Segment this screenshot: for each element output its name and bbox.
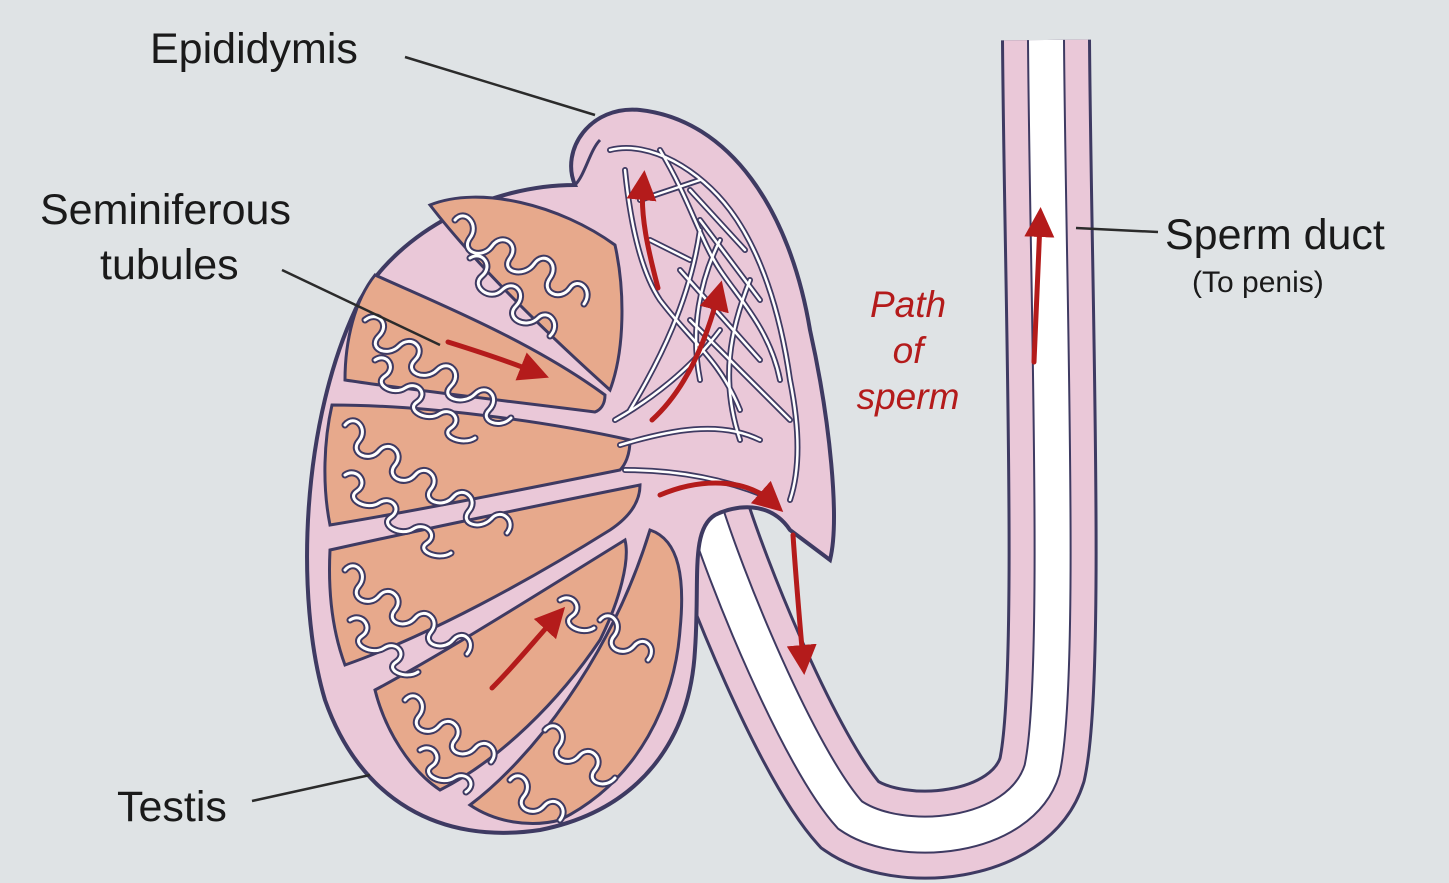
tubules-leader [281,268,441,347]
path-of-sperm-line3: sperm [856,376,960,417]
leader-lines [251,55,1159,803]
lobule-1 [427,195,624,393]
arrow-duct-down [786,532,817,675]
seminiferous-label-line1: Seminiferous [40,186,291,234]
arrow-duct-up [1024,207,1055,365]
testis-lobules [323,195,684,825]
epididymis-label: Epididymis [150,25,358,73]
to-penis-label: (To penis) [1192,266,1324,299]
sperm-duct-tube [656,39,1098,880]
sperm-duct-leader [1075,226,1159,234]
seminiferous-label-line2: tubules [100,241,239,289]
testis-leader [251,773,371,803]
arrow-lower-lobule [489,606,566,691]
epididymis-network [607,145,801,503]
sperm-duct-label: Sperm duct [1165,211,1385,259]
path-of-sperm-line2: of [892,330,924,371]
testis-label: Testis [117,783,227,831]
arrow-rete [649,280,729,423]
sperm-path-arrows [445,170,1055,691]
arrow-to-duct [657,480,784,512]
epididymis-leader [404,55,596,117]
arrow-tubule [445,339,549,381]
seminiferous-tubule-coils [341,212,655,824]
path-of-sperm-label: Path of sperm [838,282,978,420]
path-of-sperm-line1: Path [869,284,947,325]
arrow-epididymis-up [626,170,661,291]
lobule-3 [323,403,632,527]
